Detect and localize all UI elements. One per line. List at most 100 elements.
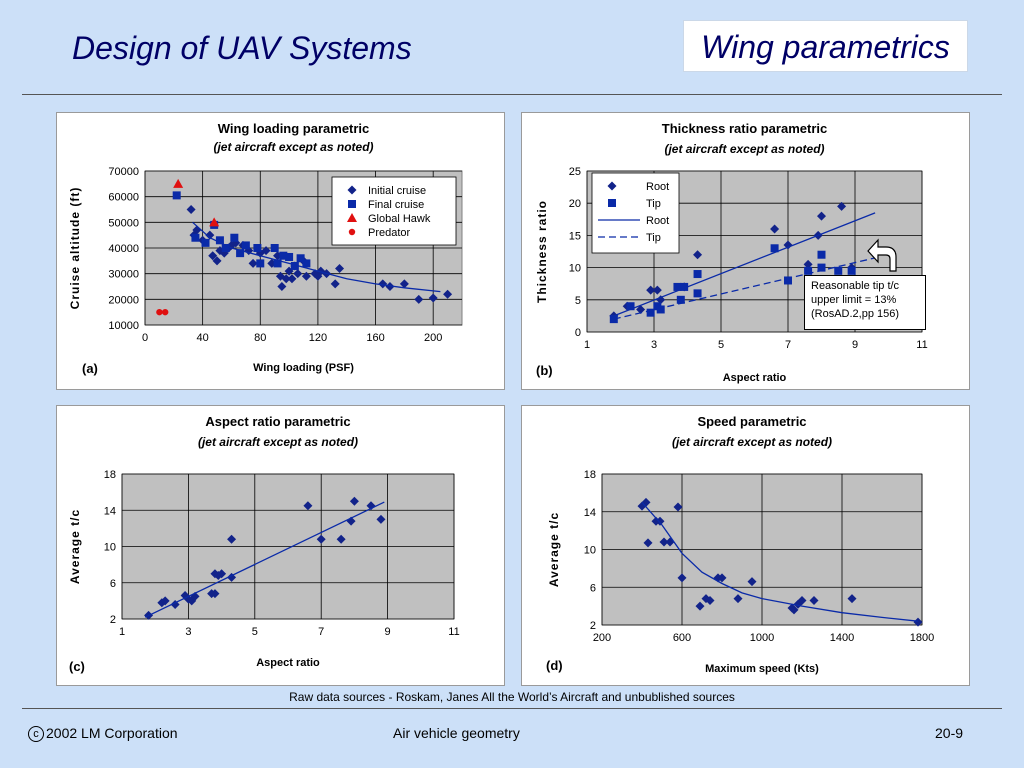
chart-b-y-tick-label: 20: [569, 198, 581, 210]
chart-a-point-final-cruise: [296, 254, 305, 263]
chart-a-legend-swatch: [348, 200, 356, 208]
chart-b-y-tick-label: 5: [575, 295, 581, 307]
chart-c-y-tick-label: 18: [104, 469, 116, 481]
chart-c-x-tick-label: 5: [252, 626, 258, 638]
bottom-rule: [22, 708, 1002, 709]
chart-b-point-tip: [626, 302, 635, 311]
chart-a-x-tick-label: 120: [309, 332, 327, 344]
chart-b-point-tip: [770, 244, 779, 253]
chart-d-point-data: [643, 538, 653, 548]
tip-tc-callout: Reasonable tip t/c upper limit = 13% (Ro…: [804, 275, 926, 330]
chart-d-y-axis-label: Average t/c: [547, 512, 561, 587]
chart-a-point-initial-cruise: [205, 230, 215, 240]
chart-b-y-axis-label: Thickness ratio: [535, 200, 549, 303]
chart-d-point-data: [847, 594, 857, 604]
chart-a-x-tick-label: 0: [142, 332, 148, 344]
chart-b-point-tip: [676, 295, 685, 304]
chart-a-point-initial-cruise: [335, 264, 345, 274]
chart-d-x-tick-label: 200: [593, 632, 611, 644]
chart-a-y-tick-label: 50000: [108, 217, 139, 229]
footer-page-number: 20-9: [935, 725, 964, 741]
chart-d-x-tick-label: 600: [673, 632, 691, 644]
chart-d-y-tick-label: 10: [584, 545, 596, 557]
chart-a-point-initial-cruise: [192, 225, 202, 235]
chart-b-x-axis-label: Aspect ratio: [723, 372, 787, 384]
curved-arrow-icon: [867, 238, 897, 272]
chart-a-point-predator: [156, 308, 163, 316]
chart-a-legend-label: Final cruise: [368, 199, 424, 211]
chart-b-point-tip: [817, 250, 826, 259]
chart-c-x-axis-label: Aspect ratio: [256, 657, 320, 669]
chart-b-trend-line-2: [613, 212, 876, 317]
chart-a-point-final-cruise: [279, 251, 288, 260]
chart-d-y-tick-label: 14: [584, 507, 596, 519]
chart-a-point-final-cruise: [172, 191, 181, 200]
chart-a-legend-swatch: [347, 213, 357, 222]
chart-b-point-tip: [804, 266, 813, 275]
chart-a-point-final-cruise: [256, 259, 265, 268]
chart-b-point-tip: [834, 266, 843, 275]
chart-b-point-root: [693, 250, 703, 260]
chart-d-x-tick-label: 1000: [750, 632, 774, 644]
chart-panel-speed: Speed parametric(jet aircraft except as …: [521, 405, 970, 686]
chart-d-y-tick-label: 2: [590, 620, 596, 632]
chart-a-point-global-hawk: [173, 178, 184, 188]
chart-c-y-tick-label: 6: [110, 578, 116, 590]
chart-panel-wing-loading: Wing loading parametric(jet aircraft exc…: [56, 112, 505, 390]
chart-a-trend-line-4: [192, 221, 441, 293]
chart-d-point-data: [673, 502, 683, 512]
copyright-text: 2002 LM Corporation: [46, 725, 178, 741]
chart-b-y-tick-label: 15: [569, 230, 581, 242]
chart-b-x-tick-label: 7: [785, 339, 791, 351]
chart-a-subtitle: (jet aircraft except as noted): [213, 140, 373, 154]
chart-b-point-tip: [847, 266, 856, 275]
chart-d-point-data: [793, 599, 803, 609]
chart-b-legend-label: Root: [646, 215, 669, 227]
chart-b-point-tip: [673, 282, 682, 291]
chart-c-x-tick-label: 11: [448, 626, 459, 638]
chart-d-point-data: [797, 595, 807, 605]
chart-a-legend-swatch: [348, 228, 356, 236]
chart-b-legend-label: Root: [646, 181, 669, 193]
chart-b-point-root: [783, 240, 793, 250]
footer-topic: Air vehicle geometry: [393, 725, 520, 741]
chart-d-y-tick-label: 18: [584, 469, 596, 481]
chart-a-point-final-cruise: [241, 241, 250, 250]
chart-a-point-global-hawk: [209, 217, 220, 227]
chart-c-point-data: [376, 514, 386, 524]
chart-a-x-tick-label: 80: [254, 332, 266, 344]
chart-b-point-tip: [693, 289, 702, 298]
chart-a-point-initial-cruise: [261, 246, 271, 256]
chart-a-point-initial-cruise: [301, 271, 311, 281]
chart-b-x-tick-label: 3: [651, 339, 657, 351]
chart-c-point-data: [210, 589, 220, 599]
chart-a-point-final-cruise: [285, 252, 294, 261]
chart-d-point-data: [913, 617, 923, 627]
chart-a-legend-label: Predator: [368, 227, 411, 239]
section-title: Wing parametrics: [683, 20, 968, 72]
chart-d-point-data: [717, 573, 727, 583]
chart-b-point-root: [636, 304, 646, 314]
chart-a-point-initial-cruise: [293, 269, 303, 279]
chart-b-x-tick-label: 11: [916, 339, 927, 351]
chart-c-x-tick-label: 7: [318, 626, 324, 638]
chart-a-legend-swatch: [347, 185, 357, 195]
chart-c-point-data: [227, 534, 237, 544]
chart-b-title: Thickness ratio parametric: [662, 121, 827, 136]
chart-a-x-axis-label: Wing loading (PSF): [253, 362, 354, 374]
chart-a-y-tick-label: 20000: [108, 294, 139, 306]
chart-b-y-tick-label: 0: [575, 327, 581, 339]
chart-d-x-tick-label: 1400: [830, 632, 854, 644]
chart-a-point-predator: [161, 308, 169, 316]
chart-b-legend-swatch: [607, 181, 617, 191]
chart-panel-aspect-ratio: Aspect ratio parametric(jet aircraft exc…: [56, 405, 505, 686]
chart-a-point-final-cruise: [273, 259, 282, 268]
callout-line-3: (RosAD.2,pp 156): [811, 308, 900, 320]
chart-d-point-data: [733, 594, 743, 604]
chart-c-x-tick-label: 9: [385, 626, 391, 638]
chart-b-trend-line-3: [613, 257, 876, 320]
chart-c-subtitle: (jet aircraft except as noted): [198, 435, 358, 449]
chart-b-point-root: [652, 285, 662, 295]
chart-a-y-tick-label: 70000: [108, 166, 139, 178]
